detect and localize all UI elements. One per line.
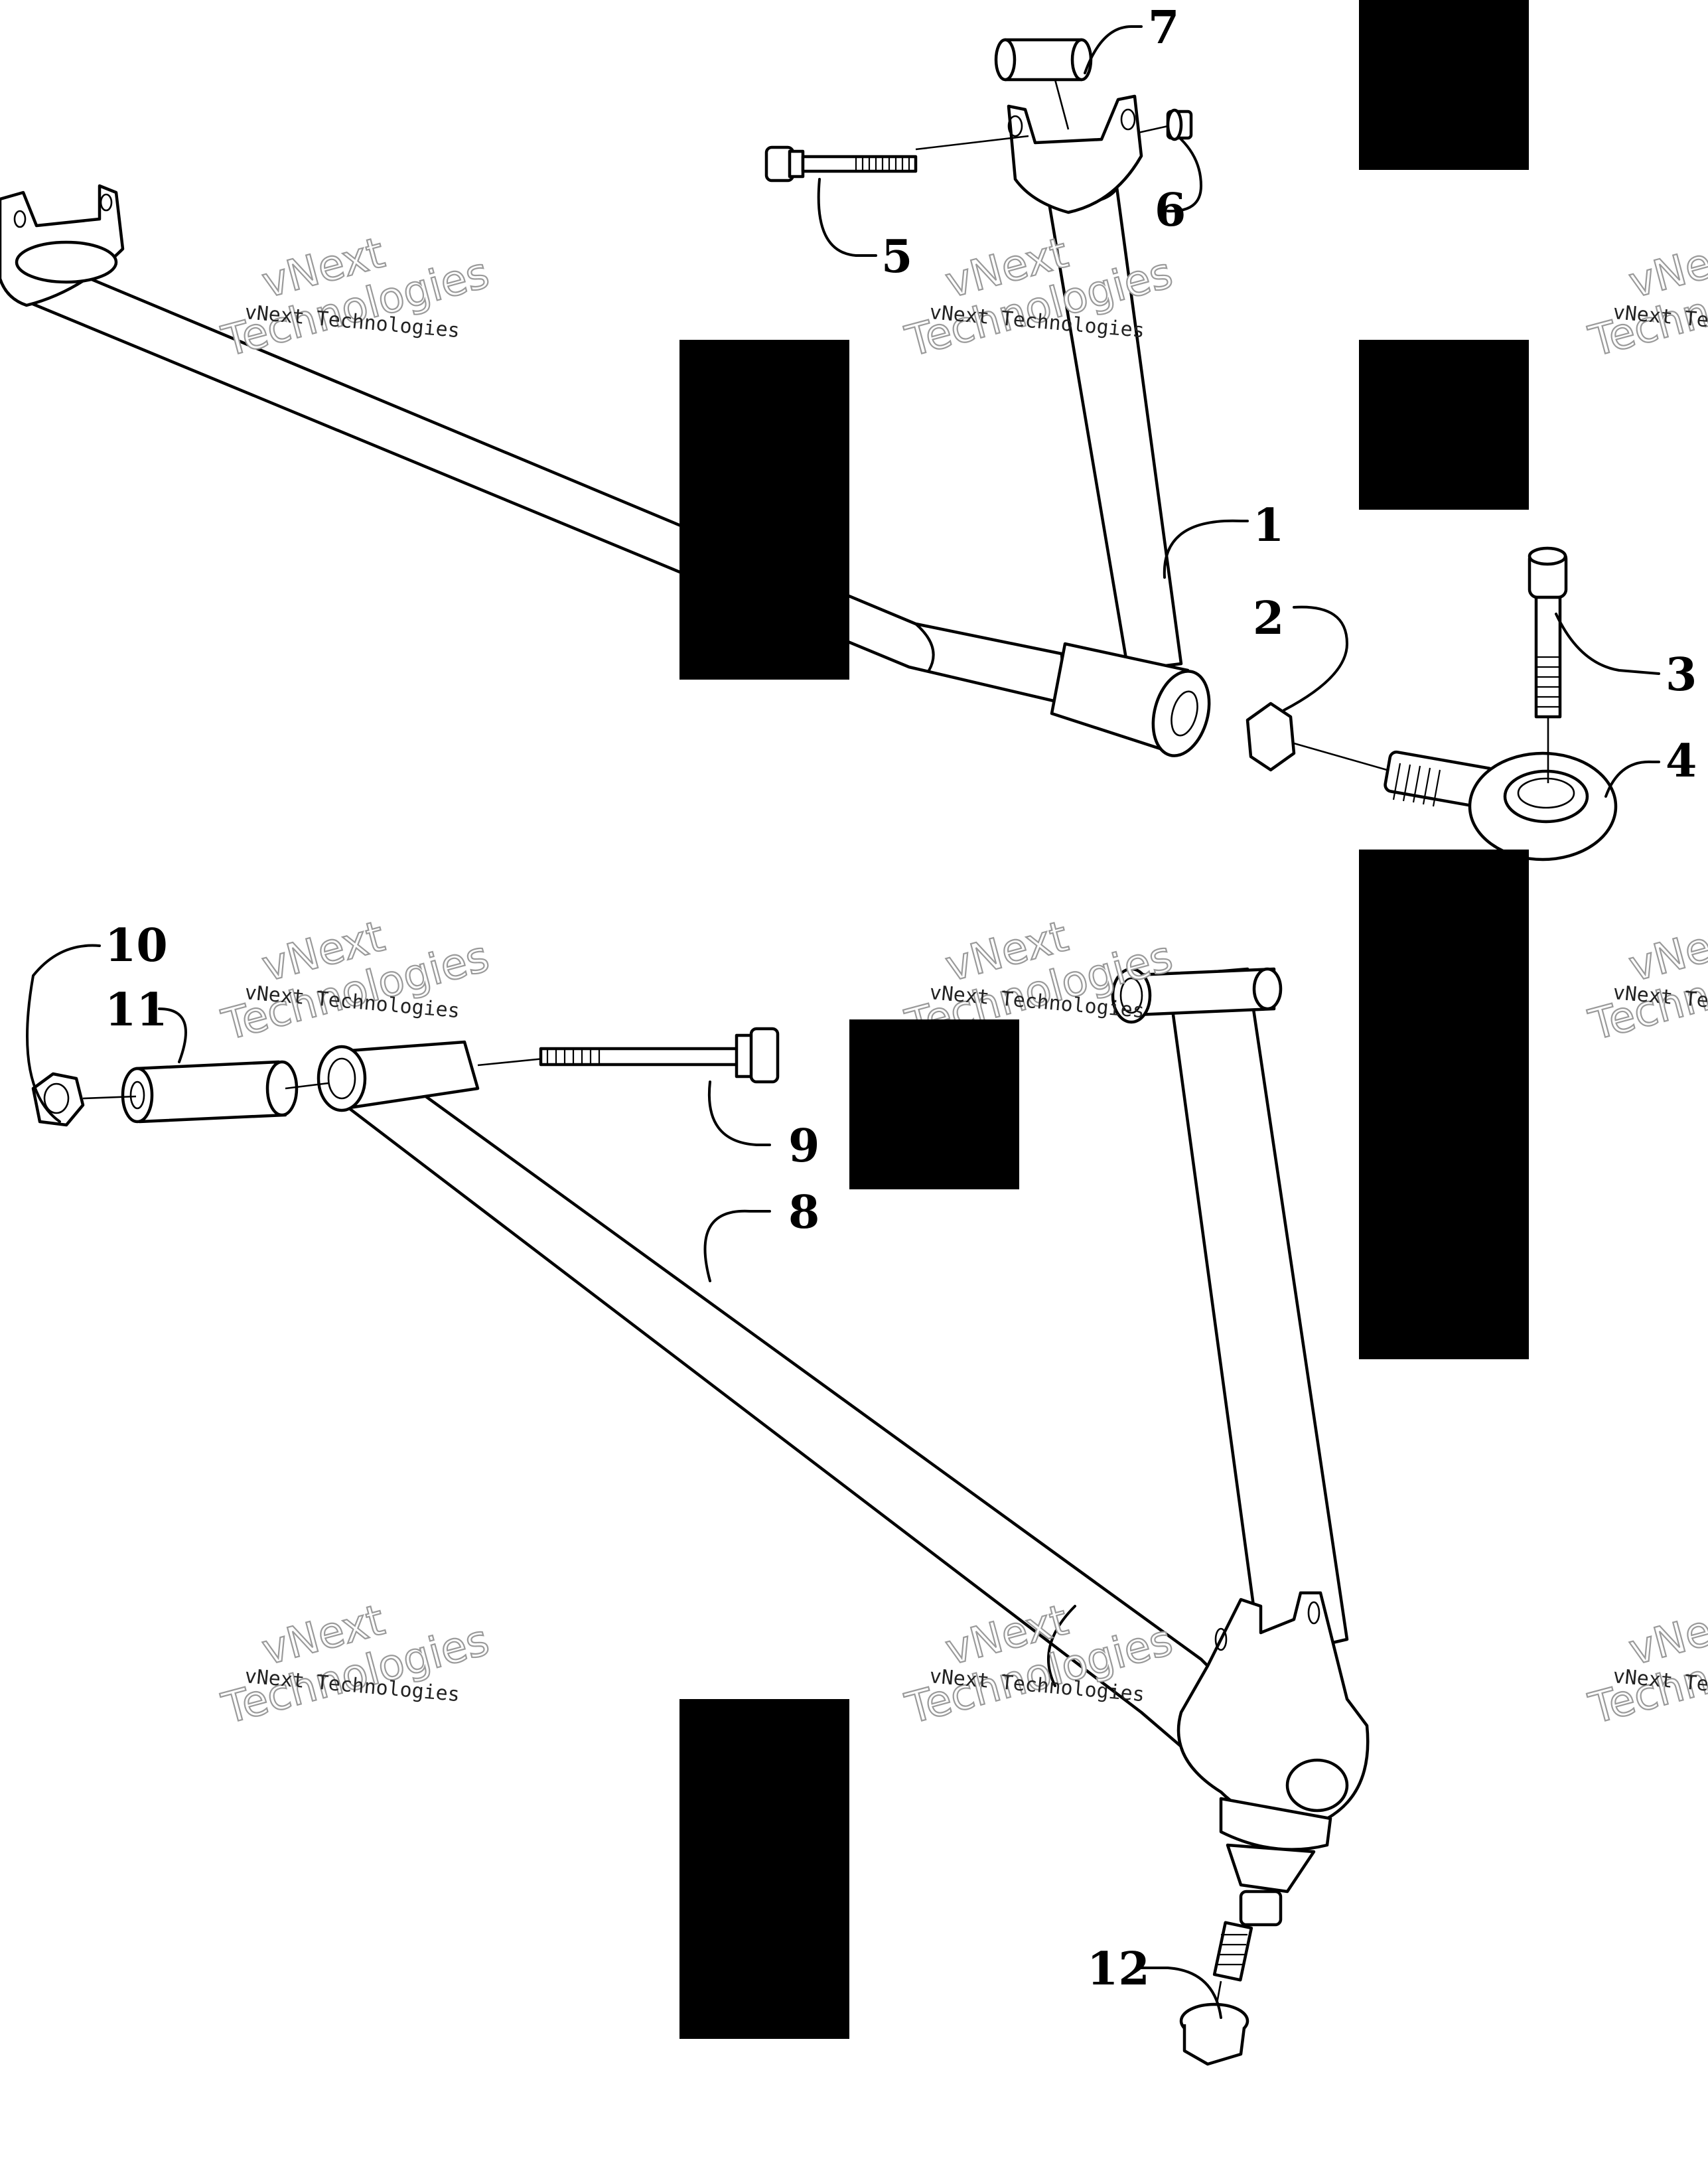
callout-6: 6: [1155, 184, 1186, 237]
callout-8: 8: [788, 1186, 819, 1239]
sleeve-part-11: [121, 1060, 329, 1124]
callout-9: 9: [788, 1120, 819, 1173]
bolt-part-5: [764, 135, 1029, 183]
callout-10: 10: [105, 919, 168, 972]
lower-control-arm: [317, 967, 1370, 2018]
nut-part-12: [1179, 2002, 1249, 2066]
callout-11: 11: [105, 984, 168, 1037]
callout-5: 5: [881, 230, 912, 283]
redaction-block: [1359, 0, 1529, 170]
callout-12: 12: [1087, 1943, 1150, 1996]
rod-end-part-4: [1384, 750, 1618, 861]
redaction-block: [1359, 340, 1529, 510]
leader-lines: [26, 25, 1660, 2019]
redaction-block: [679, 340, 849, 680]
redaction-block: [679, 1699, 849, 2039]
callout-labels: 1 2 3 4 5 6 7 8 9 10 11 12: [105, 1, 1697, 1996]
redaction-block: [849, 1019, 1019, 1189]
redaction-block: [1359, 850, 1529, 1359]
upper-control-arm: [0, 94, 1211, 757]
nut-part-6: [1137, 108, 1193, 141]
callout-2: 2: [1253, 592, 1284, 645]
callout-4: 4: [1666, 735, 1697, 788]
callout-3: 3: [1666, 648, 1697, 702]
sleeve-part-7: [994, 38, 1093, 130]
callout-7: 7: [1148, 1, 1179, 54]
bolt-part-3: [1528, 546, 1568, 783]
redaction-blocks: [679, 0, 1529, 2039]
nut-part-10: [31, 1072, 137, 1127]
nut-part-2: [1245, 702, 1388, 772]
callout-1: 1: [1253, 499, 1284, 552]
bolt-part-9: [477, 1027, 780, 1084]
